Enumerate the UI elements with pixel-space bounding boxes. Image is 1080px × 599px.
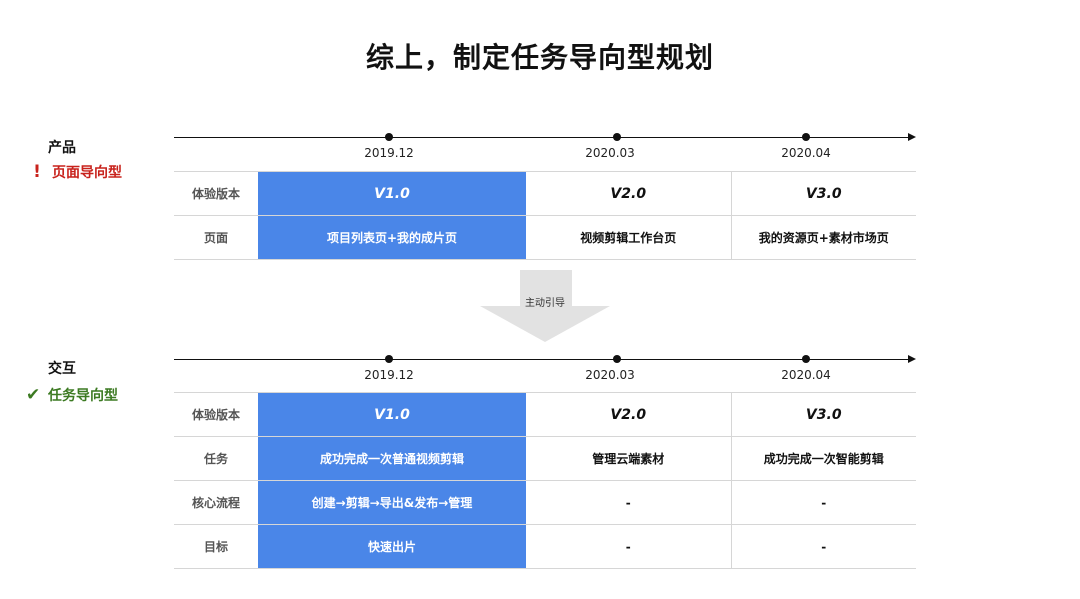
product-table: 体验版本 V1.0 V2.0 V3.0 页面 项目列表页+我的成片页 视频剪辑工… [174,171,916,260]
timeline-axis [174,137,908,138]
check-icon: ✔ [26,385,41,405]
row-label: 页面 [174,215,258,260]
timeline-dot [385,133,393,141]
timeline-date: 2019.12 [364,146,414,160]
guide-down-arrow: 主动引导 [480,270,610,342]
table-cell: 创建→剪辑→导出&发布→管理 [258,480,526,525]
product-tag: ! 页面导向型 [30,162,122,182]
product-tag-text: 页面导向型 [52,165,122,181]
table-cell: - [526,524,731,569]
timeline-date: 2020.03 [585,146,635,160]
product-timeline [174,128,916,148]
timeline-dot [613,355,621,363]
timeline-dot [613,133,621,141]
timeline-arrow-icon [908,355,916,363]
timeline-dot [385,355,393,363]
arrow-head [480,306,610,342]
timeline-arrow-icon [908,133,916,141]
table-cell: 成功完成一次智能剪辑 [730,436,916,481]
table-row: 任务 成功完成一次普通视频剪辑 管理云端素材 成功完成一次智能剪辑 [174,436,916,481]
timeline-date: 2020.04 [781,368,831,382]
row-label: 目标 [174,524,258,569]
interaction-timeline [174,350,916,370]
row-label: 体验版本 [174,392,258,437]
table-cell: 成功完成一次普通视频剪辑 [258,436,526,481]
version-cell: V2.0 [526,171,731,216]
version-cell: V1.0 [258,171,526,216]
table-row: 页面 项目列表页+我的成片页 视频剪辑工作台页 我的资源页+素材市场页 [174,215,916,260]
version-cell: V2.0 [526,392,731,437]
interaction-label: 交互 [48,361,76,377]
table-row: 体验版本 V1.0 V2.0 V3.0 [174,171,916,216]
version-cell: V3.0 [730,392,916,437]
version-cell: V1.0 [258,392,526,437]
timeline-dot [802,133,810,141]
guide-label: 主动引导 [525,298,565,309]
table-row: 核心流程 创建→剪辑→导出&发布→管理 - - [174,480,916,525]
table-row: 目标 快速出片 - - [174,524,916,569]
interaction-table: 体验版本 V1.0 V2.0 V3.0 任务 成功完成一次普通视频剪辑 管理云端… [174,392,916,569]
arrow-stem [520,270,572,306]
timeline-date: 2020.04 [781,146,831,160]
table-cell: - [730,524,916,569]
table-cell: 我的资源页+素材市场页 [730,215,916,260]
table-cell: 视频剪辑工作台页 [526,215,731,260]
timeline-axis [174,359,908,360]
timeline-date: 2020.03 [585,368,635,382]
table-cell: 快速出片 [258,524,526,569]
interaction-tag: ✔ 任务导向型 [26,385,118,405]
table-cell: - [526,480,731,525]
table-cell: 项目列表页+我的成片页 [258,215,526,260]
product-label: 产品 [48,140,76,156]
page-title: 综上，制定任务导向型规划 [365,41,714,74]
table-cell: - [730,480,916,525]
table-cell: 管理云端素材 [526,436,731,481]
timeline-dot [802,355,810,363]
row-label: 任务 [174,436,258,481]
warning-icon: ! [33,162,41,182]
row-label: 体验版本 [174,171,258,216]
interaction-tag-text: 任务导向型 [48,388,118,404]
row-label: 核心流程 [174,480,258,525]
version-cell: V3.0 [730,171,916,216]
timeline-date: 2019.12 [364,368,414,382]
table-row: 体验版本 V1.0 V2.0 V3.0 [174,392,916,437]
